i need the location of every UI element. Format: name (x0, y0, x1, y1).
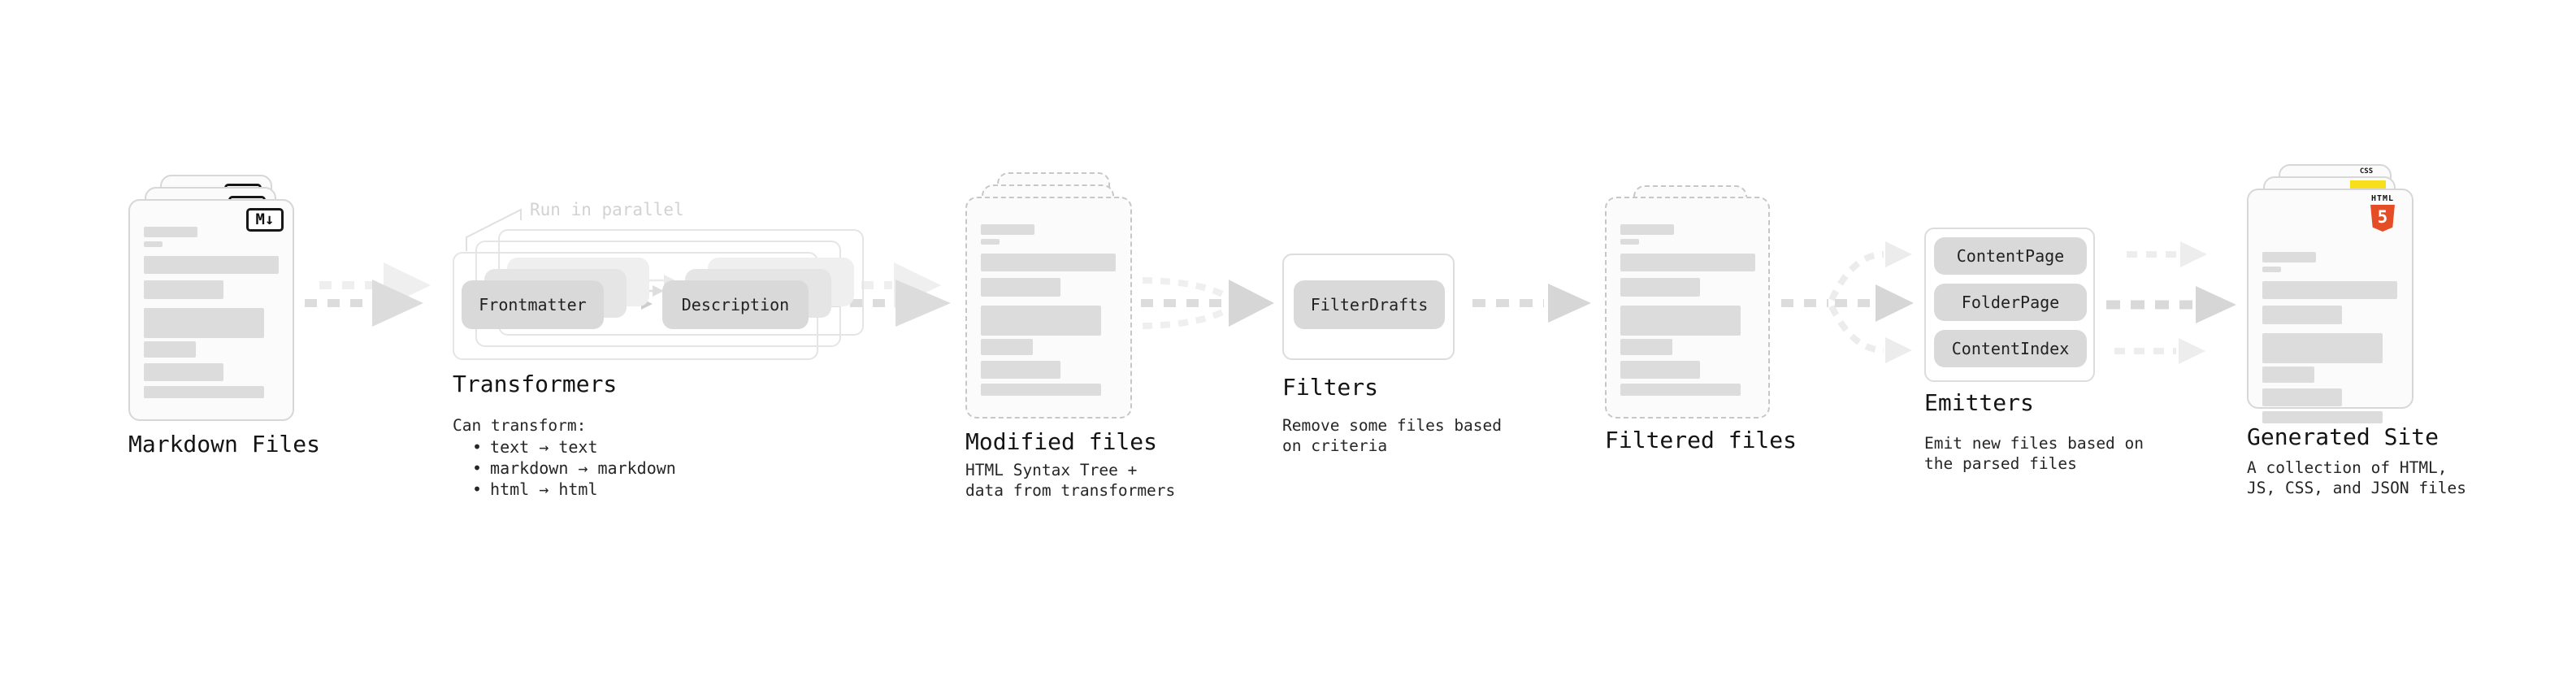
placeholder-text-bars (2262, 252, 2397, 423)
placeholder-bar (1620, 254, 1755, 271)
placeholder-text-bars (981, 224, 1116, 396)
contentpage-pill: ContentPage (1934, 237, 2087, 275)
callout-line-run-in-parallel (466, 208, 522, 251)
placeholder-bar (981, 278, 1060, 297)
bullet-label: markdown → markdown (490, 458, 676, 478)
filtered-doc-card-front (1605, 197, 1770, 419)
placeholder-bar (2262, 306, 2342, 324)
desc-line: Remove some files based (1282, 416, 1503, 435)
placeholder-bar (2262, 411, 2383, 423)
placeholder-bar (1620, 278, 1700, 297)
filterdrafts-pill: FilterDrafts (1294, 280, 1445, 329)
arrow-modified-to-filters-merge (1141, 277, 1274, 329)
placeholder-bar (1620, 361, 1700, 379)
placeholder-bar (144, 227, 197, 237)
placeholder-bar (144, 280, 223, 299)
placeholder-bar (981, 254, 1116, 271)
placeholder-bar (2262, 388, 2342, 406)
desc-line: JS, CSS, and JSON files (2247, 479, 2467, 497)
markdown-icon: M↓ (246, 208, 284, 232)
placeholder-text-bars (1620, 224, 1755, 396)
transform-bullet-html: • html → html (472, 479, 598, 499)
emitters-desc: Emit new files based on the parsed files (1924, 433, 2144, 474)
arrow-markdown-to-transformers (305, 262, 431, 327)
placeholder-bar (2262, 367, 2314, 383)
placeholder-bar (144, 386, 264, 398)
desc-line: Emit new files based on (1924, 434, 2144, 453)
bullet-icon: • (472, 479, 483, 499)
placeholder-bar (1620, 339, 1672, 355)
stage-title-filtered-files: Filtered files (1605, 427, 1798, 453)
placeholder-bar (1620, 224, 1674, 235)
stage-title-emitters: Emitters (1924, 389, 2034, 416)
filters-desc: Remove some files based on criteria (1282, 415, 1502, 456)
desc-line: HTML Syntax Tree + (965, 461, 1138, 479)
placeholder-bar (981, 339, 1033, 355)
bullet-icon: • (472, 437, 483, 457)
transform-bullet-text: • text → text (472, 437, 598, 457)
placeholder-bar (144, 256, 279, 274)
stage-title-transformers: Transformers (453, 371, 618, 397)
placeholder-bar (2262, 333, 2383, 363)
contentindex-pill: ContentIndex (1934, 330, 2087, 367)
html-doc-card-front: HTML 5 (2247, 189, 2413, 423)
placeholder-bar (981, 224, 1034, 235)
html5-icon-shield: 5 (2370, 205, 2395, 232)
placeholder-bar (1620, 306, 1741, 336)
placeholder-bar (2262, 281, 2397, 299)
arrow-filters-to-filtered (1472, 284, 1591, 323)
modified-doc-card-front (965, 197, 1132, 419)
placeholder-bar (1620, 384, 1741, 396)
placeholder-bar (144, 363, 223, 381)
placeholder-bar (2262, 252, 2316, 262)
stage-title-generated-site: Generated Site (2247, 423, 2439, 450)
transform-bullet-markdown: • markdown → markdown (472, 458, 676, 478)
css-icon-label: CSS (2359, 167, 2374, 176)
markdown-doc-card-front: M↓ (128, 199, 294, 421)
run-in-parallel-label: Run in parallel (530, 200, 684, 219)
folderpage-pill: FolderPage (1934, 284, 2087, 321)
bullet-icon: • (472, 458, 483, 478)
stage-title-filters: Filters (1282, 374, 1379, 401)
desc-line: A collection of HTML, (2247, 458, 2448, 477)
placeholder-bar (981, 361, 1060, 379)
bullet-label: html → html (490, 479, 598, 499)
arrow-filtered-to-emitters-split (1781, 241, 1914, 363)
placeholder-bar (144, 241, 163, 247)
placeholder-bar (981, 384, 1101, 396)
placeholder-bar (144, 341, 196, 358)
placeholder-text-bars (144, 227, 279, 398)
stage-title-markdown-files: Markdown Files (128, 431, 321, 458)
desc-line: the parsed files (1924, 454, 2077, 473)
placeholder-bar (981, 306, 1101, 336)
html5-icon: HTML 5 (2365, 194, 2400, 232)
placeholder-bar (2262, 267, 2281, 272)
html5-icon-word: HTML (2370, 194, 2395, 203)
stage-title-modified-files: Modified files (965, 428, 1158, 455)
placeholder-bar (1620, 239, 1639, 245)
description-pill: Description (662, 280, 809, 329)
generated-site-desc: A collection of HTML, JS, CSS, and JSON … (2247, 458, 2466, 498)
arrow-emitters-to-generated (2106, 241, 2236, 364)
placeholder-bar (981, 239, 1000, 245)
desc-line: data from transformers (965, 481, 1176, 500)
desc-line: on criteria (1282, 436, 1388, 455)
placeholder-bar (144, 308, 264, 338)
frontmatter-pill: Frontmatter (462, 280, 604, 329)
modified-files-desc: HTML Syntax Tree + data from transformer… (965, 460, 1175, 501)
bullet-label: text → text (490, 437, 598, 457)
transformers-desc-heading: Can transform: (453, 416, 587, 435)
